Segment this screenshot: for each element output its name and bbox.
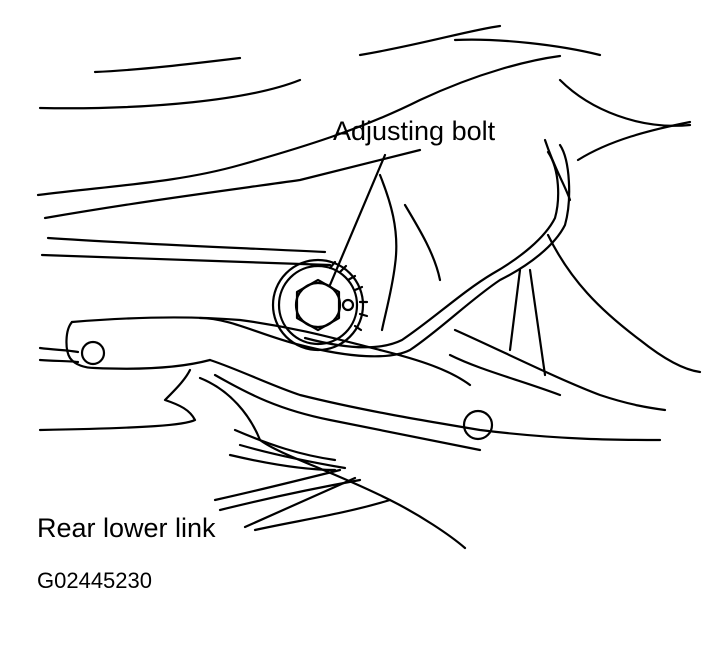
figure-code: G02445230 (37, 568, 152, 593)
link-bushing-circle (80, 340, 106, 366)
knuckle-hole-circle (462, 409, 494, 441)
rear-lower-link-label: Rear lower link (37, 513, 216, 543)
knuckle-bracket (198, 78, 692, 358)
adjusting-bolt-leader (328, 153, 387, 287)
body-panel-lines (36, 24, 602, 267)
adjusting-bolt-label: Adjusting bolt (333, 116, 496, 146)
adjusting-bolt (271, 258, 369, 352)
rear-lower-link-leader (243, 476, 357, 529)
rear-lower-link (38, 316, 662, 550)
cam-index-mark (341, 298, 355, 312)
strut-lines (448, 233, 702, 412)
